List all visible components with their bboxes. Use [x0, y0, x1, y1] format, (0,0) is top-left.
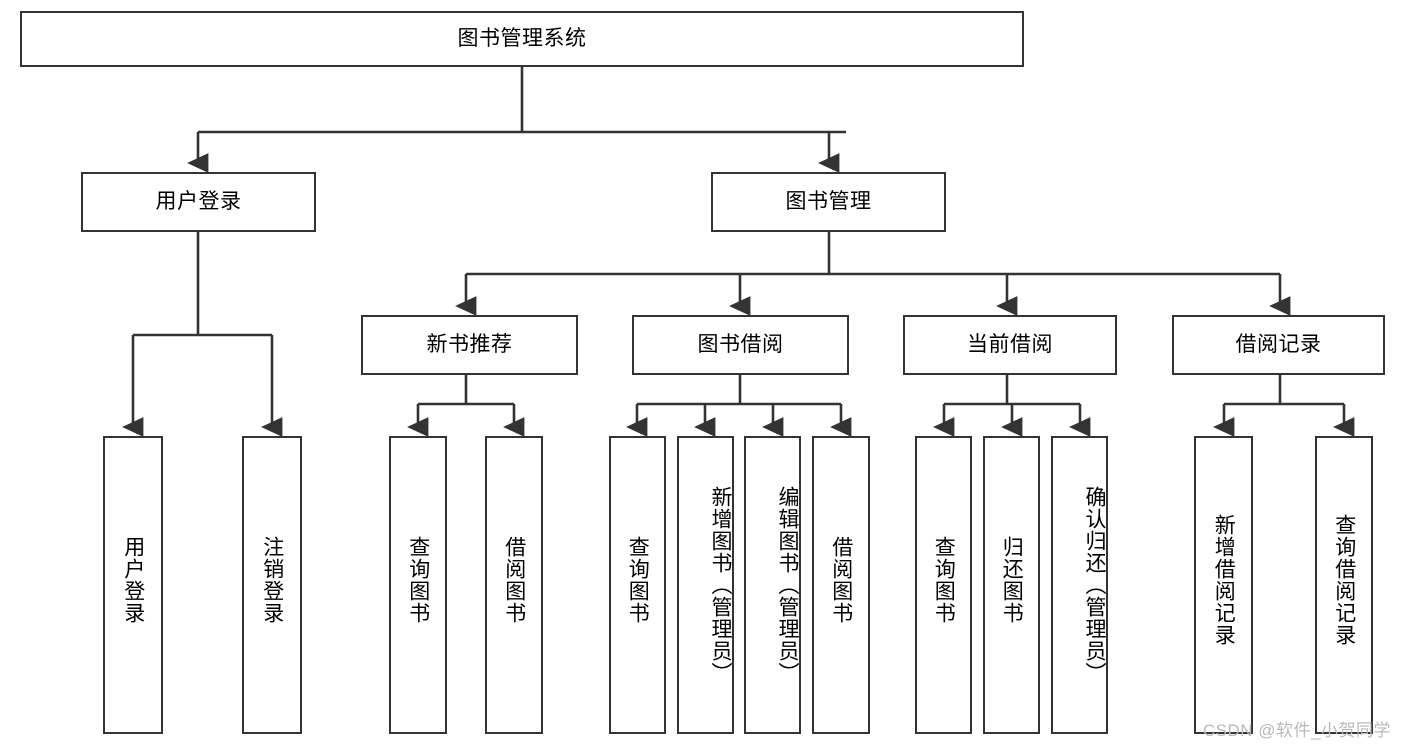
node-leaf-query-book-3[interactable]: 查询图书 [915, 436, 972, 734]
node-leaf-logout-login[interactable]: 注销登录 [242, 436, 302, 734]
node-leaf-logout-login-label: 注销登录 [260, 536, 284, 624]
node-leaf-query-book-2[interactable]: 查询图书 [609, 436, 666, 734]
node-leaf-borrow-book-2[interactable]: 借阅图书 [812, 436, 870, 734]
node-leaf-query-book-2-label: 查询图书 [626, 536, 650, 624]
node-new-book-recommend-label: 新书推荐 [426, 333, 513, 357]
node-new-book-recommend[interactable]: 新书推荐 [361, 315, 578, 375]
node-leaf-return-book[interactable]: 归还图书 [983, 436, 1040, 734]
node-current-borrow-label: 当前借阅 [967, 333, 1053, 357]
node-user-login[interactable]: 用户登录 [81, 172, 316, 232]
node-leaf-borrow-book-2-label: 借阅图书 [829, 536, 853, 624]
node-leaf-query-book-1-label: 查询图书 [406, 536, 430, 624]
node-borrow-record-label: 借阅记录 [1235, 333, 1322, 357]
node-leaf-query-borrow-record[interactable]: 查询借阅记录 [1315, 436, 1373, 734]
node-leaf-borrow-book-1[interactable]: 借阅图书 [485, 436, 543, 734]
node-leaf-query-book-3-label: 查询图书 [932, 536, 956, 624]
node-leaf-return-book-label: 归还图书 [1000, 536, 1024, 624]
node-root-system-label: 图书管理系统 [457, 27, 587, 51]
node-leaf-add-borrow-record-label: 新增借阅记录 [1212, 514, 1236, 646]
node-leaf-user-login-label: 用户登录 [121, 536, 145, 624]
node-leaf-confirm-return-admin-label: 确认归还（管理员） [1083, 486, 1106, 684]
node-borrow-record[interactable]: 借阅记录 [1172, 315, 1385, 375]
node-leaf-add-borrow-record[interactable]: 新增借阅记录 [1194, 436, 1253, 734]
node-book-manage[interactable]: 图书管理 [711, 172, 946, 232]
node-leaf-edit-book-admin-label: 编辑图书（管理员） [776, 486, 799, 684]
watermark-text: CSDN @软件_小贺同学 [1202, 721, 1391, 740]
node-current-borrow[interactable]: 当前借阅 [903, 315, 1117, 375]
node-root-system[interactable]: 图书管理系统 [20, 11, 1024, 67]
node-leaf-query-book-1[interactable]: 查询图书 [389, 436, 447, 734]
node-leaf-user-login[interactable]: 用户登录 [103, 436, 163, 734]
node-leaf-add-book-admin[interactable]: 新增图书（管理员） [677, 436, 734, 734]
node-leaf-add-book-admin-label: 新增图书（管理员） [709, 486, 732, 684]
node-book-borrow[interactable]: 图书借阅 [632, 315, 849, 375]
node-leaf-query-borrow-record-label: 查询借阅记录 [1332, 514, 1356, 646]
node-user-login-label: 用户登录 [155, 190, 242, 214]
node-leaf-borrow-book-1-label: 借阅图书 [502, 536, 526, 624]
node-book-borrow-label: 图书借阅 [697, 333, 784, 357]
node-leaf-edit-book-admin[interactable]: 编辑图书（管理员） [744, 436, 801, 734]
node-book-manage-label: 图书管理 [785, 190, 872, 214]
node-leaf-confirm-return-admin[interactable]: 确认归还（管理员） [1051, 436, 1108, 734]
